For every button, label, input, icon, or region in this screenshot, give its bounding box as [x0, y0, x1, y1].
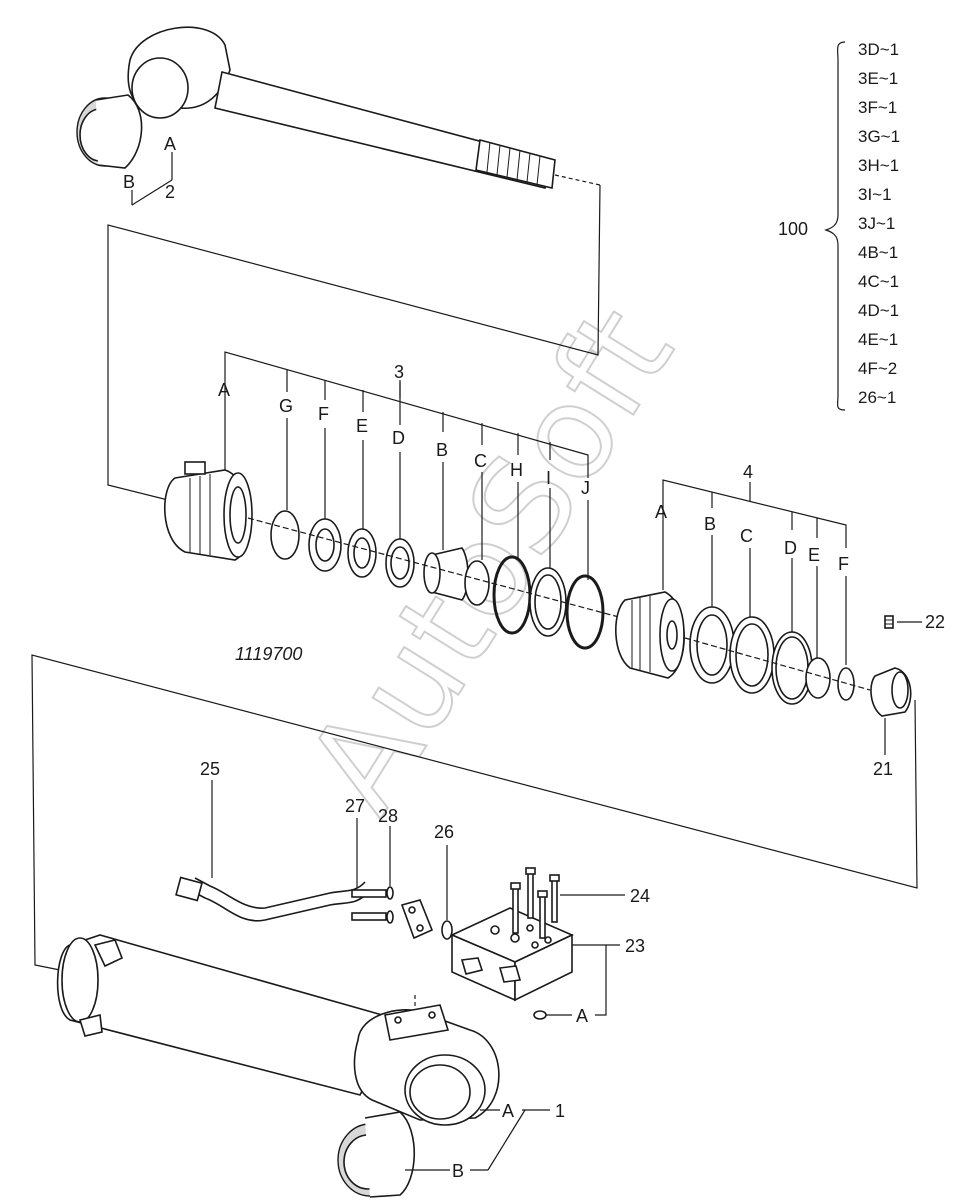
- watermark-text: AutoSoft: [277, 282, 702, 836]
- label-27: 27: [345, 796, 365, 816]
- piston-ring-e: [805, 657, 831, 699]
- valve-block: [450, 907, 574, 1020]
- piston-label-f: F: [838, 554, 849, 574]
- tube-label-a: A: [502, 1101, 514, 1121]
- gland-label-i: I: [546, 468, 551, 488]
- gland-body: [164, 461, 253, 561]
- rod-label-b: B: [123, 172, 135, 192]
- label-26: 26: [434, 822, 454, 842]
- gland-label-d: D: [392, 428, 405, 448]
- tube-frame: [31, 654, 918, 971]
- oring-26: [441, 920, 453, 940]
- gland-bushing-b: [423, 547, 469, 601]
- kit-item-12: 26~1: [858, 388, 896, 407]
- rod-label-a: A: [164, 134, 176, 154]
- gland-ring-g: [270, 510, 300, 560]
- label-22: 22: [925, 612, 945, 632]
- kit-item-6: 3J~1: [858, 214, 895, 233]
- gland-ring-d: [385, 538, 415, 588]
- tube-bushing: [337, 1111, 415, 1198]
- piston-label-c: C: [740, 526, 753, 546]
- gland-ring-e: [347, 528, 377, 578]
- kit-item-7: 4B~1: [858, 243, 898, 262]
- gland-label-f: F: [318, 404, 329, 424]
- piston-label-b: B: [704, 514, 716, 534]
- piston-leaders: [662, 479, 847, 665]
- label-28: 28: [378, 806, 398, 826]
- label-21: 21: [873, 759, 893, 779]
- piston-ring-f: [837, 667, 855, 701]
- gland-ring-i: [529, 567, 567, 637]
- piston-body: [615, 591, 685, 679]
- gland-ring-c: [464, 560, 490, 606]
- tube-leaders: [405, 1109, 550, 1171]
- kit-item-5: 3I~1: [858, 185, 892, 204]
- kit-item-11: 4F~2: [858, 359, 897, 378]
- rod-leaders: [131, 152, 173, 206]
- gland-oring-j: [565, 574, 605, 650]
- kit-number: 100: [778, 219, 808, 239]
- kit-item-2: 3F~1: [858, 98, 897, 117]
- drawing-number: 1119700: [235, 644, 302, 664]
- label-23: 23: [625, 936, 645, 956]
- kit-item-3: 3G~1: [858, 127, 900, 146]
- label-24: 24: [630, 886, 650, 906]
- kit-item-4: 3H~1: [858, 156, 899, 175]
- split-flange: [400, 899, 434, 940]
- flange-bolts: [351, 886, 394, 924]
- piston-label-a: A: [655, 502, 667, 522]
- kit-item-9: 4D~1: [858, 301, 899, 320]
- rod-shaft: [214, 71, 551, 189]
- gland-label-g: G: [279, 396, 293, 416]
- seal-kit-list: 100 3D~1 3E~1 3F~1 3G~1 3H~1 3I~1 3J~1 4…: [778, 40, 900, 411]
- piston-label-4: 4: [743, 462, 753, 482]
- gland-label-b: B: [436, 440, 448, 460]
- rod-frame: [107, 184, 601, 501]
- watermark: AutoSoft: [276, 281, 703, 837]
- gland-label-c: C: [474, 451, 487, 471]
- piston-ring-c: [729, 616, 775, 694]
- valve-bolts: [510, 867, 560, 939]
- set-screw: [884, 615, 894, 629]
- gland-label-3: 3: [394, 362, 404, 382]
- piston-label-d: D: [784, 538, 797, 558]
- tube-label-b: B: [452, 1161, 464, 1181]
- piston-centerline: [684, 637, 871, 691]
- kit-item-0: 3D~1: [858, 40, 899, 59]
- pipe: [175, 780, 366, 922]
- rod-eye-bore: [131, 57, 189, 119]
- rod-bushing: [76, 94, 143, 169]
- gland-ring-f: [308, 518, 342, 572]
- kit-item-1: 3E~1: [858, 69, 898, 88]
- piston-rod: [76, 26, 601, 189]
- piston-nut: [870, 667, 912, 717]
- gland-label-e: E: [356, 416, 368, 436]
- piston-label-e: E: [808, 545, 820, 565]
- rod-label-2: 2: [165, 182, 175, 202]
- cylinder-tube: [56, 934, 500, 1126]
- tube-label-1: 1: [555, 1101, 565, 1121]
- kit-item-8: 4C~1: [858, 272, 899, 291]
- kit-item-10: 4E~1: [858, 330, 898, 349]
- label-25: 25: [200, 759, 220, 779]
- kit-brace: [824, 41, 846, 411]
- gland-label-h: H: [510, 460, 523, 480]
- gland-centerline: [247, 517, 631, 621]
- gland-label-a: A: [218, 380, 230, 400]
- valve-label-a: A: [576, 1006, 588, 1026]
- gland-label-j: J: [581, 478, 590, 498]
- gland-leaders: [224, 351, 589, 580]
- leader-23-a: [595, 945, 607, 1016]
